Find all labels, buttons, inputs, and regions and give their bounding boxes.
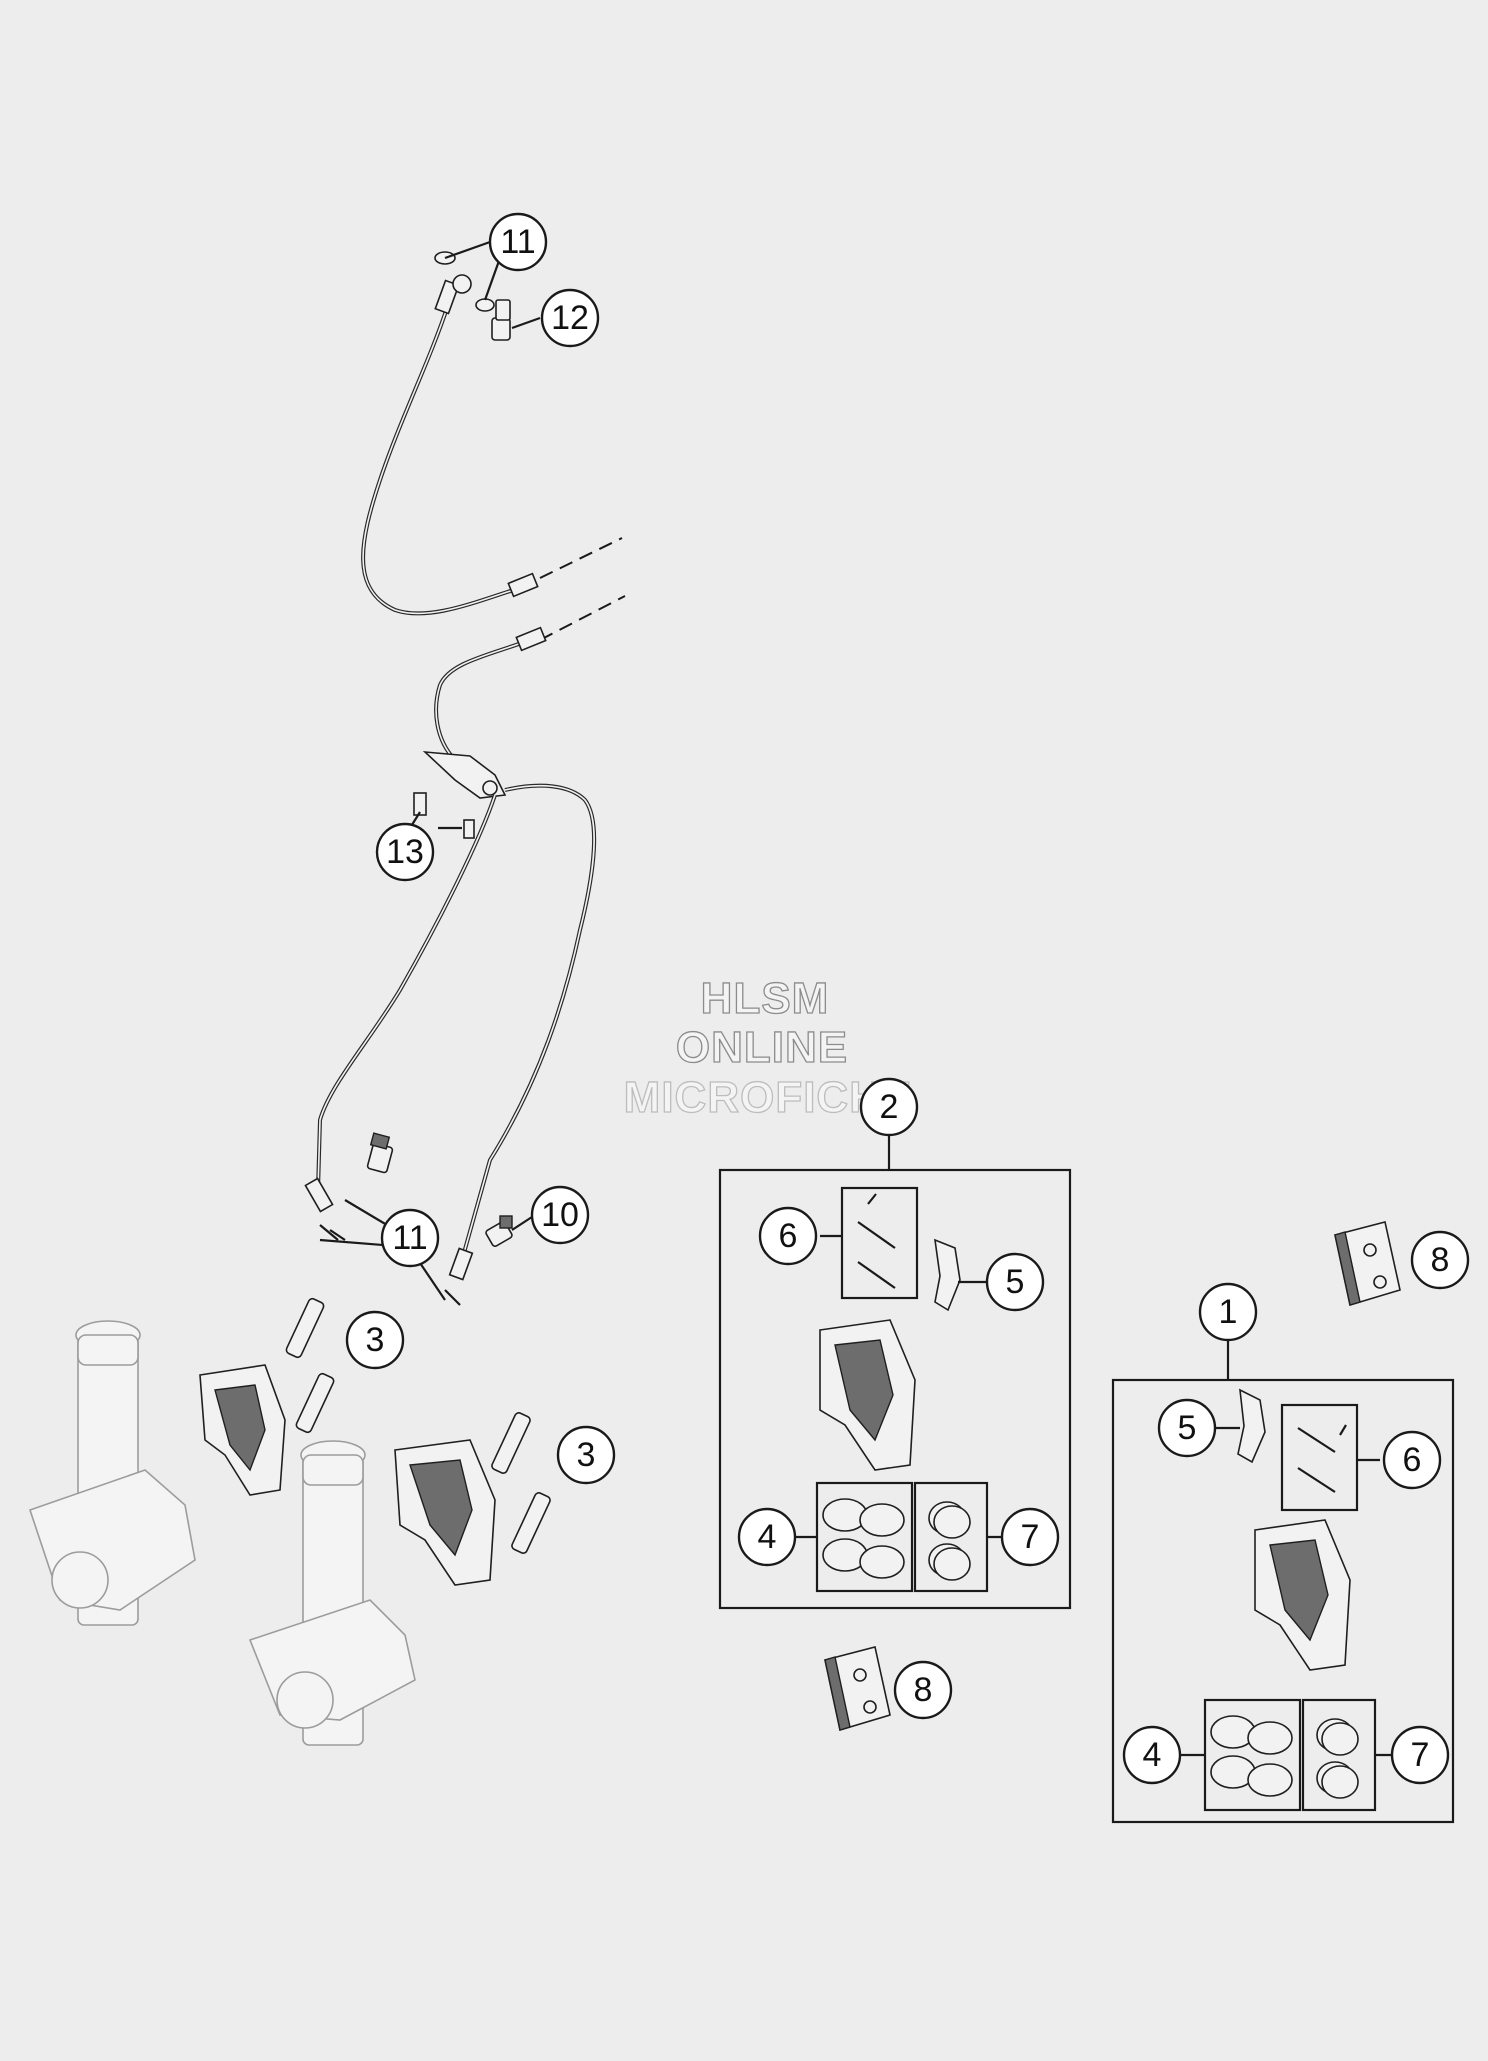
pin-box-6b xyxy=(1280,1403,1359,1512)
svg-text:11: 11 xyxy=(500,223,535,261)
callout-6-kit2: 6 xyxy=(758,1206,818,1266)
callout-3-right: 3 xyxy=(556,1425,616,1485)
svg-text:6: 6 xyxy=(1403,1441,1422,1479)
clip-b xyxy=(329,1229,346,1241)
callout-12: 12 xyxy=(540,288,600,348)
piston-box-4b xyxy=(1203,1698,1302,1812)
callout-10: 10 xyxy=(530,1185,590,1245)
svg-text:4: 4 xyxy=(758,1518,777,1556)
callout-8-left: 8 xyxy=(893,1660,953,1720)
clip-5a xyxy=(934,1238,961,1312)
pistons-4b xyxy=(1210,1715,1293,1797)
svg-text:3: 3 xyxy=(366,1321,385,1359)
svg-text:7: 7 xyxy=(1411,1736,1430,1774)
clip-a xyxy=(319,1224,339,1241)
pistons-4a xyxy=(822,1498,905,1579)
svg-text:8: 8 xyxy=(914,1671,933,1709)
svg-text:2: 2 xyxy=(880,1088,899,1126)
pins-6b xyxy=(1297,1424,1347,1493)
callout-4-kit2: 4 xyxy=(737,1507,797,1567)
brake-hose-upper xyxy=(361,274,539,616)
callout-4-kit1: 4 xyxy=(1122,1725,1182,1785)
fork-leg-left xyxy=(28,1320,196,1626)
clip-c xyxy=(444,1289,461,1306)
svg-text:10: 10 xyxy=(541,1196,579,1234)
pins-6a xyxy=(857,1193,896,1289)
watermark-line1: HLSM xyxy=(701,974,830,1023)
caliper-kit1 xyxy=(1254,1519,1351,1671)
caliper-left-mounted xyxy=(199,1364,286,1496)
bolts-13 xyxy=(413,792,475,839)
piston-box-4a xyxy=(815,1481,914,1593)
seals-7b xyxy=(1316,1718,1359,1799)
svg-text:5: 5 xyxy=(1178,1409,1197,1447)
bleeder-valve-10 xyxy=(485,1215,513,1247)
svg-text:4: 4 xyxy=(1143,1736,1162,1774)
svg-text:5: 5 xyxy=(1006,1263,1025,1301)
svg-text:8: 8 xyxy=(1431,1241,1450,1279)
svg-text:13: 13 xyxy=(386,833,424,871)
callout-5-kit2: 5 xyxy=(985,1252,1045,1312)
fork-leg-right xyxy=(248,1440,416,1746)
brake-hose-right xyxy=(448,783,597,1281)
callout-11-top: 11 xyxy=(488,212,548,272)
callout-6-kit1: 6 xyxy=(1382,1430,1442,1490)
brake-hose-left xyxy=(304,794,497,1213)
callout-5-kit1: 5 xyxy=(1157,1398,1217,1458)
callout-7-kit1: 7 xyxy=(1390,1725,1450,1785)
svg-text:7: 7 xyxy=(1021,1518,1040,1556)
svg-text:6: 6 xyxy=(779,1217,798,1255)
pin-box-6a xyxy=(840,1186,919,1300)
svg-text:11: 11 xyxy=(392,1219,427,1257)
watermark-line2: ONLINE xyxy=(676,1023,848,1072)
caliper-bolts-right xyxy=(491,1412,551,1554)
clip-5b xyxy=(1237,1388,1266,1464)
callout-7-kit2: 7 xyxy=(1000,1507,1060,1567)
callout-11-bottom: 11 xyxy=(380,1208,440,1268)
svg-text:12: 12 xyxy=(551,299,589,337)
callout-8-right: 8 xyxy=(1410,1230,1470,1290)
hose-continuation-1 xyxy=(539,537,623,579)
svg-text:1: 1 xyxy=(1219,1293,1238,1331)
seals-7a xyxy=(928,1501,971,1581)
hose-continuation-2 xyxy=(539,595,626,641)
brake-hose-splitter xyxy=(422,626,547,799)
svg-text:3: 3 xyxy=(577,1436,596,1474)
kit-box-1 xyxy=(1111,1378,1455,1824)
callout-leaders xyxy=(319,240,541,1301)
bleeder-valve-left xyxy=(366,1132,394,1174)
callout-1: 1 xyxy=(1198,1282,1258,1342)
callout-2: 2 xyxy=(859,1077,919,1137)
caliper-bolts-left xyxy=(285,1297,335,1434)
callout-13: 13 xyxy=(375,822,435,882)
caliper-right-mounted xyxy=(394,1439,496,1586)
kit-box-2 xyxy=(718,1168,1072,1610)
banjo-bolt-12 xyxy=(491,299,511,341)
caliper-kit2 xyxy=(819,1319,916,1471)
callout-3-left: 3 xyxy=(345,1310,405,1370)
brake-pad-8b xyxy=(824,1646,891,1732)
brake-pad-8a xyxy=(1334,1221,1401,1307)
